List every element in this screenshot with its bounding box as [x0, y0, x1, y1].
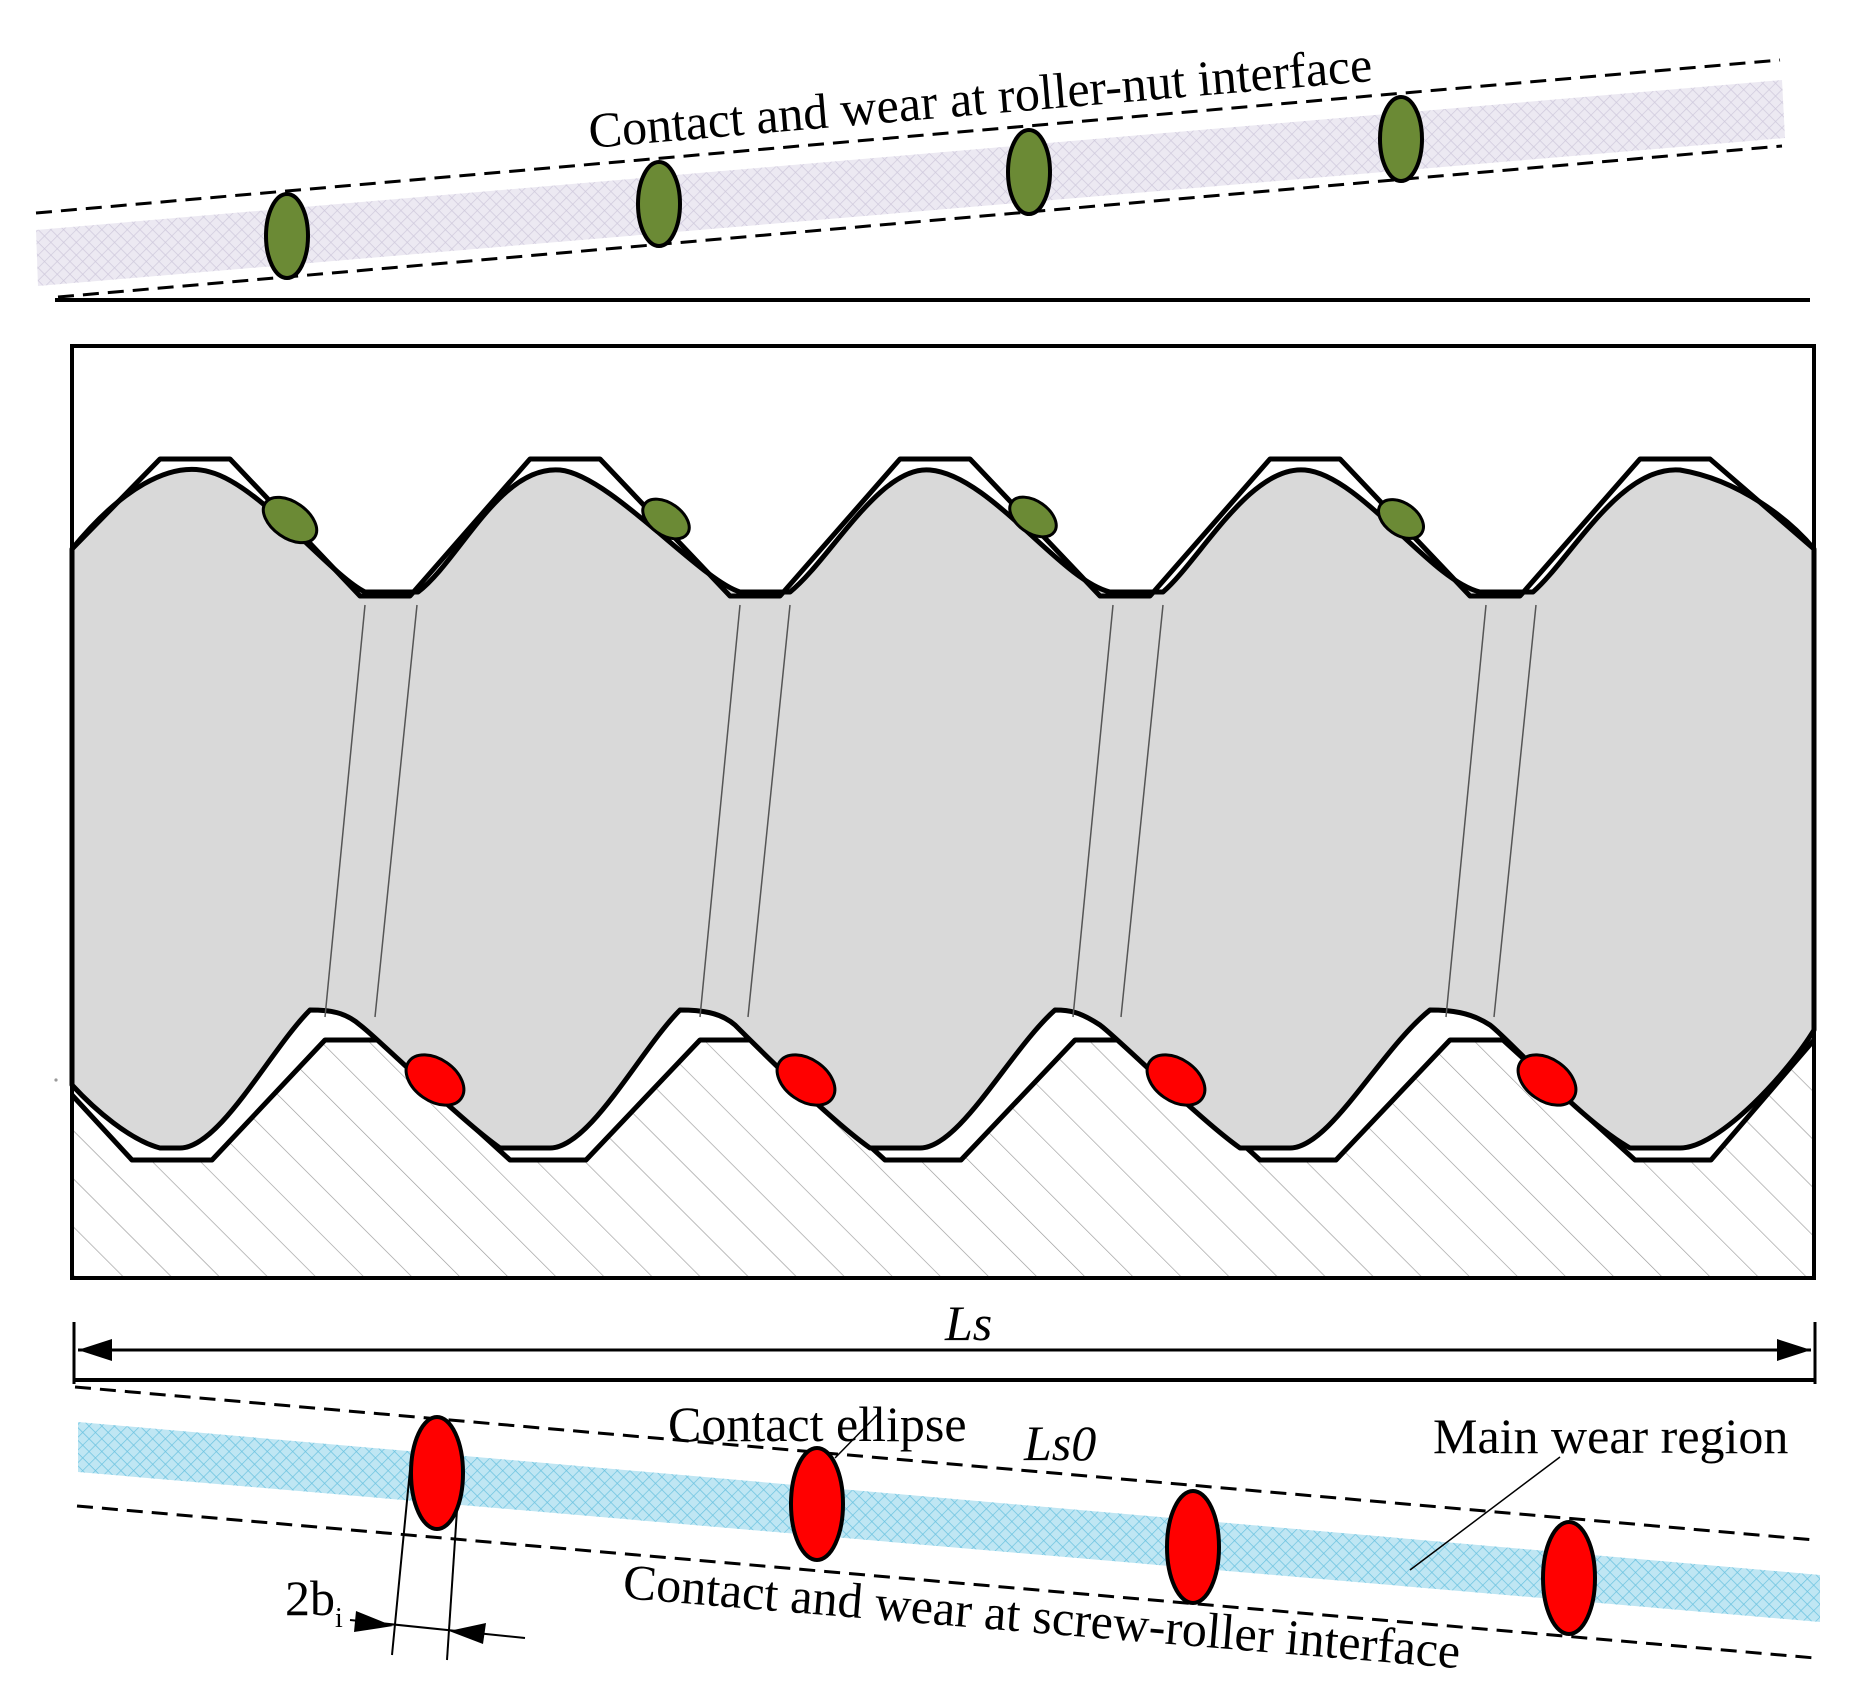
screw-contact-ellipse	[1165, 1489, 1221, 1605]
nut-contact-ellipse	[264, 192, 310, 280]
nut-flank-contact	[261, 495, 319, 545]
wear-region-leader	[1409, 1456, 1561, 1571]
contact-ellipse-leader	[834, 1411, 881, 1459]
ls0-label: Ls0	[1023, 1415, 1096, 1471]
nut-flank-contact	[641, 497, 691, 541]
ls-dimension: Ls	[72, 1295, 1817, 1384]
nut-contact-ellipse	[1378, 95, 1424, 183]
screw-flank-contact	[404, 1053, 466, 1107]
screw-thread-outline	[70, 1037, 1816, 1163]
screw-contact-ellipse	[409, 1415, 465, 1531]
2b-label-sub: i	[335, 1603, 343, 1634]
screw-roller-strip: Contact ellipse Ls0 Main wear region 2bi…	[74, 1385, 1820, 1679]
screw-contact-ellipse	[789, 1446, 845, 1562]
contact-ellipse-label: Contact ellipse	[668, 1396, 967, 1452]
nut-thread-outline	[70, 456, 1816, 599]
screw-wear-band	[78, 1422, 1820, 1622]
screw-body	[72, 1040, 1814, 1278]
thread-section	[54, 344, 1817, 1280]
ls-label: Ls	[944, 1295, 992, 1351]
2b-label: 2bi	[285, 1570, 343, 1634]
nut-dashed-lower	[57, 144, 1783, 299]
nut-contact-ellipse	[1006, 128, 1052, 216]
nut-flank-contact	[1008, 495, 1058, 539]
roller-nut-strip: Contact and wear at roller-nut interface	[35, 36, 1810, 302]
nut-flank-contact	[1377, 498, 1425, 540]
helix-lines	[324, 604, 1537, 1018]
nut-wear-band	[36, 80, 1785, 286]
stray-dot	[54, 1078, 58, 1082]
nut-dashed-upper	[35, 58, 1781, 215]
screw-dashed-lower	[76, 1504, 1816, 1660]
section-frame	[70, 344, 1816, 1280]
screw-flank-contact	[775, 1053, 837, 1107]
main-wear-region-label: Main wear region	[1433, 1408, 1788, 1464]
screw-flank-contact	[1145, 1053, 1207, 1107]
screw-flank-contact	[1516, 1053, 1578, 1107]
2b-label-main: 2b	[285, 1570, 335, 1626]
screw-dashed-upper	[74, 1385, 1816, 1542]
nut-contact-ellipse	[636, 160, 682, 248]
screw-contact-ellipse	[1541, 1520, 1597, 1636]
